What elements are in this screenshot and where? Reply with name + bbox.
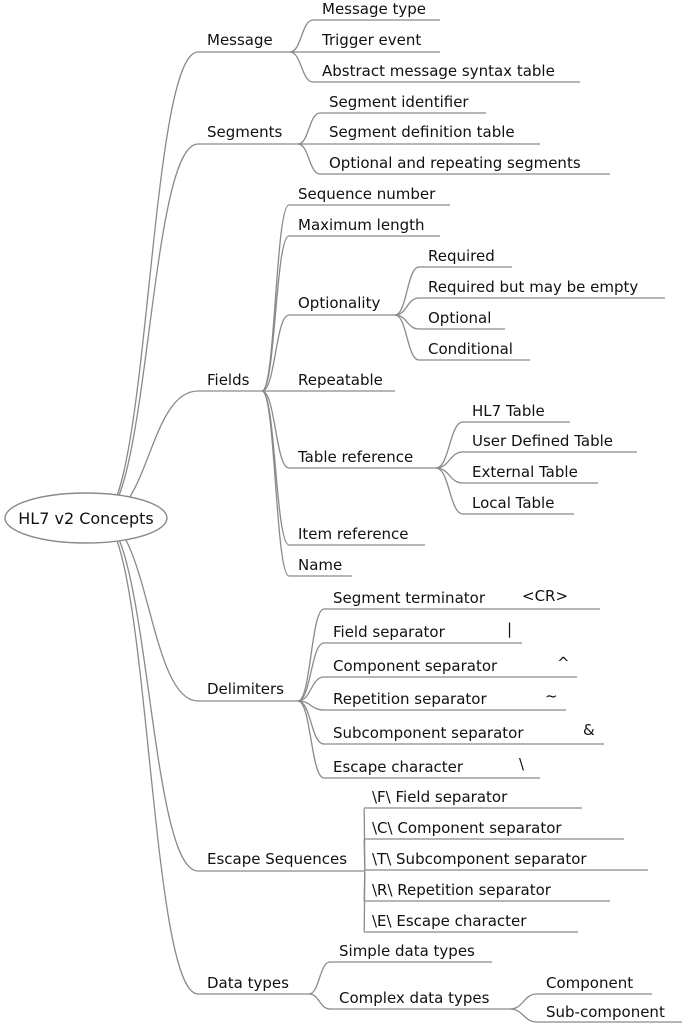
- connector-line: [297, 642, 325, 702]
- segments-segment-definition-table: Segment definition table: [329, 123, 515, 141]
- connector-line: [99, 143, 199, 519]
- connector-line: [99, 517, 199, 702]
- delimiters-segment-terminator-value: <CR>: [522, 587, 568, 605]
- delimiters-subcomponent-separator: Subcomponent separator: [333, 724, 524, 742]
- fields-maximum-length: Maximum length: [298, 216, 425, 234]
- fields-optionality: Optionality: [298, 294, 380, 312]
- delimiters-escape-character-value: \: [519, 755, 525, 773]
- connector-line: [297, 700, 325, 779]
- connector-line: [261, 390, 290, 469]
- optionality-optional: Optional: [428, 309, 491, 327]
- fields-item-reference: Item reference: [298, 525, 409, 543]
- connector-lines: [99, 19, 538, 1023]
- connector-line: [261, 390, 290, 577]
- fields-table-reference: Table reference: [297, 448, 413, 466]
- delimiters-repetition-separator-value: ~: [545, 687, 558, 705]
- connector-line: [435, 421, 464, 469]
- message-abstract-syntax-table: Abstract message syntax table: [322, 62, 555, 80]
- delimiters-escape-character: Escape character: [333, 758, 464, 776]
- message-trigger-event: Trigger event: [321, 31, 421, 49]
- root-node: HL7 v2 Concepts: [4, 492, 168, 544]
- delimiters-field-separator-value: |: [507, 620, 512, 638]
- connector-line: [261, 204, 290, 392]
- segments-optional-repeating: Optional and repeating segments: [329, 154, 581, 172]
- table-ref-external-table: External Table: [472, 463, 578, 481]
- escape-seq-subcomponent-separator: \T\ Subcomponent separator: [372, 850, 587, 868]
- connector-line: [289, 19, 314, 53]
- connector-line: [308, 993, 331, 1010]
- connector-line: [297, 608, 325, 702]
- branch-escape-sequences-label: Escape Sequences: [207, 850, 347, 868]
- branch-message-label: Message: [207, 31, 273, 49]
- escape-seq-component-separator: \C\ Component separator: [372, 819, 562, 837]
- delimiters-repetition-separator: Repetition separator: [333, 690, 487, 708]
- optionality-required-may-be-empty: Required but may be empty: [428, 278, 638, 296]
- connector-line: [394, 297, 420, 316]
- root-ellipse: [4, 492, 168, 544]
- delimiters-field-separator: Field separator: [333, 623, 446, 641]
- message-message-type: Message type: [322, 0, 426, 18]
- segments-segment-identifier: Segment identifier: [329, 93, 469, 111]
- connector-line: [509, 1008, 538, 1023]
- escape-seq-escape-character: \E\ Escape character: [372, 912, 527, 930]
- connector-line: [261, 235, 290, 392]
- table-ref-local-table: Local Table: [472, 494, 554, 512]
- complex-sub-component: Sub-component: [546, 1003, 665, 1021]
- connector-line: [394, 266, 420, 316]
- connector-line: [297, 112, 321, 145]
- connector-line: [435, 451, 464, 469]
- data-types-complex: Complex data types: [339, 989, 490, 1007]
- connector-line: [99, 517, 199, 995]
- connector-line: [261, 390, 290, 546]
- complex-component: Component: [546, 974, 633, 992]
- delimiters-subcomponent-separator-value: &: [583, 721, 595, 739]
- connector-line: [289, 51, 314, 83]
- connector-line: [509, 993, 538, 1010]
- branch-fields-label: Fields: [207, 371, 250, 389]
- connector-line: [261, 314, 290, 392]
- connector-line: [308, 961, 331, 995]
- delimiters-component-separator: Component separator: [333, 657, 498, 675]
- connector-line: [297, 143, 321, 175]
- escape-seq-field-separator: \F\ Field separator: [372, 788, 508, 806]
- data-types-simple: Simple data types: [339, 942, 475, 960]
- optionality-conditional: Conditional: [428, 340, 513, 358]
- branch-data-types-label: Data types: [207, 974, 289, 992]
- escape-seq-repetition-separator: \R\ Repetition separator: [372, 881, 552, 899]
- optionality-required: Required: [428, 247, 495, 265]
- root-label: HL7 v2 Concepts: [18, 509, 153, 528]
- node-underlines: [198, 19, 682, 1023]
- fields-repeatable: Repeatable: [298, 371, 383, 389]
- fields-sequence-number: Sequence number: [298, 185, 436, 203]
- connector-line: [394, 314, 420, 361]
- connector-line: [297, 676, 325, 702]
- branch-segments-label: Segments: [207, 123, 283, 141]
- table-ref-user-defined-table: User Defined Table: [472, 432, 613, 450]
- connector-line: [99, 51, 199, 519]
- delimiters-component-separator-value: ^: [557, 654, 570, 672]
- branch-delimiters-label: Delimiters: [207, 680, 284, 698]
- delimiters-segment-terminator: Segment terminator: [333, 589, 486, 607]
- table-ref-hl7-table: HL7 Table: [472, 402, 545, 420]
- fields-name: Name: [298, 556, 342, 574]
- connector-line: [435, 467, 464, 515]
